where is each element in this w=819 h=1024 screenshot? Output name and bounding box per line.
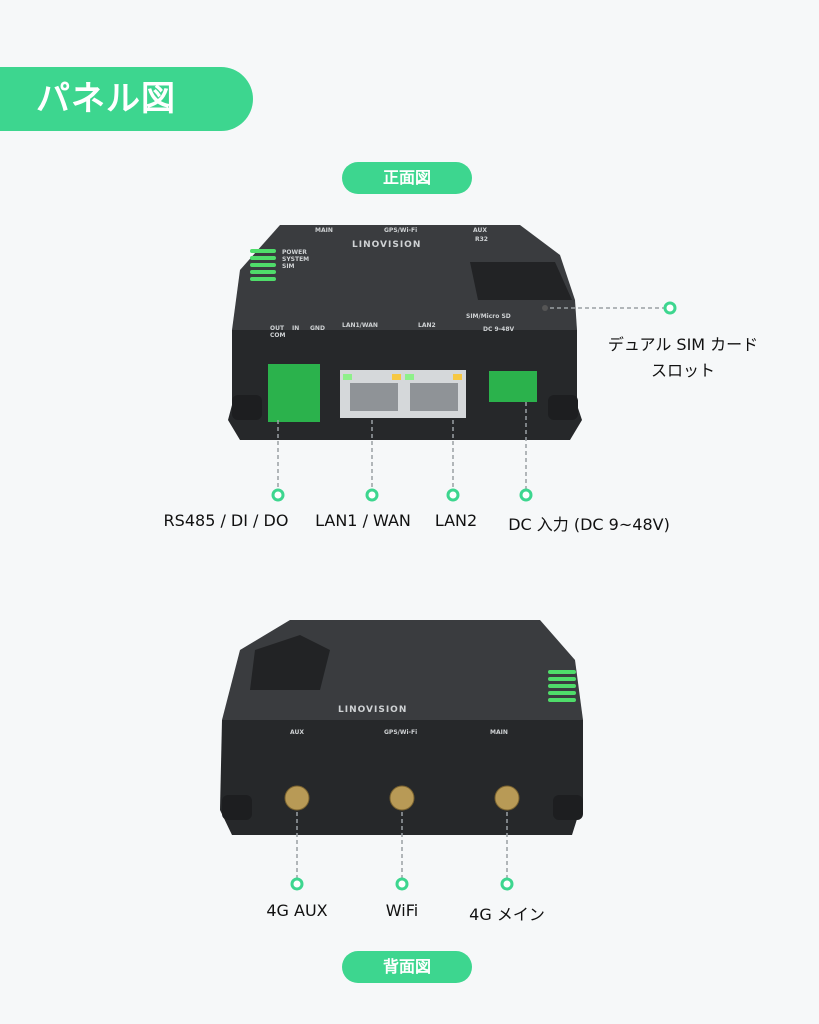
- back-view-label: 背面図: [342, 951, 472, 983]
- callout-dot: [663, 301, 677, 315]
- antenna-print: GPS/Wi-Fi: [384, 227, 417, 234]
- port-print: LAN1/WAN: [342, 322, 378, 329]
- sma-connector-aux: [284, 785, 310, 811]
- callout-dot: [271, 488, 285, 502]
- dc-connector: [489, 371, 537, 402]
- callout-dot: [519, 488, 533, 502]
- back-device-image: LINOVISION AUX GPS/Wi-Fi MAIN: [220, 620, 583, 835]
- antenna-print: AUX: [290, 729, 304, 736]
- callout-dot: [500, 877, 514, 891]
- callout-sim-line2: スロット: [650, 361, 716, 380]
- antenna-print: MAIN: [490, 729, 508, 736]
- callout-sim-line1: デュアル SIM カード: [607, 335, 759, 354]
- callout-lan2: LAN2: [434, 511, 478, 530]
- front-device-image: POWER SYSTEM SIM MAIN GPS/Wi-Fi AUX R32 …: [228, 225, 582, 440]
- callout-lan1: LAN1 / WAN: [315, 511, 411, 530]
- brand-logo: LINOVISION: [352, 240, 421, 250]
- page-title: パネル図: [0, 67, 253, 131]
- callout-rs485: RS485 / DI / DO: [163, 511, 289, 530]
- antenna-print: GPS/Wi-Fi: [384, 729, 417, 736]
- callout-4g-aux: 4G AUX: [266, 901, 328, 920]
- brand-logo: LINOVISION: [338, 705, 407, 715]
- callout-dot: [290, 877, 304, 891]
- io-print: GND: [310, 325, 325, 332]
- rs-print: R32: [475, 236, 488, 243]
- led-label: POWER: [282, 249, 307, 256]
- port-print: SIM/Micro SD: [466, 313, 511, 320]
- callout-dc: DC 入力 (DC 9~48V): [508, 515, 670, 534]
- terminal-block: [268, 364, 320, 422]
- led-label: SIM: [282, 263, 295, 270]
- callout-wifi: WiFi: [385, 901, 419, 920]
- callout-dot: [446, 488, 460, 502]
- antenna-print: AUX: [473, 227, 487, 234]
- port-print: DC 9-48V: [483, 326, 514, 333]
- port-print: LAN2: [418, 322, 436, 329]
- sma-connector-main: [494, 785, 520, 811]
- callout-4g-main: 4G メイン: [469, 905, 545, 924]
- io-print: IN: [292, 325, 299, 332]
- antenna-print: MAIN: [315, 227, 333, 234]
- callout-dot: [365, 488, 379, 502]
- io-print: OUT: [270, 325, 285, 332]
- sma-connector-wifi: [389, 785, 415, 811]
- callout-dot: [395, 877, 409, 891]
- front-view-label: 正面図: [342, 162, 472, 194]
- io-print: COM: [270, 332, 286, 339]
- led-label: SYSTEM: [282, 256, 309, 263]
